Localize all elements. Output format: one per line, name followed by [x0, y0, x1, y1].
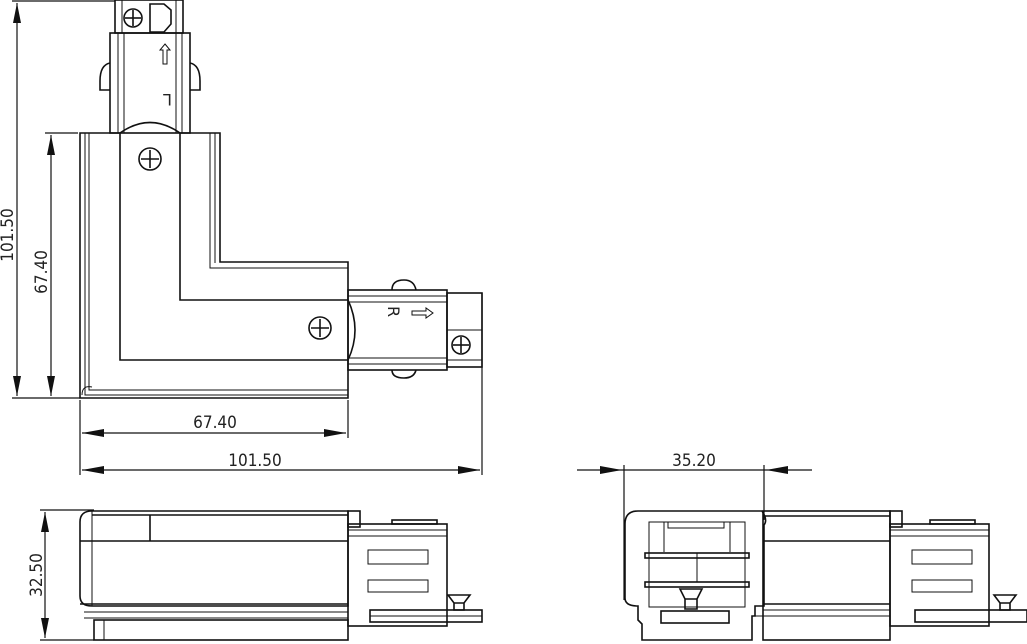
top-connector: L [99, 0, 201, 134]
svg-text:101.50: 101.50 [228, 451, 282, 471]
clip-tab [391, 369, 417, 379]
arrow-right-icon [411, 307, 434, 319]
screw-icon [123, 8, 143, 28]
top-view: L [0, 0, 483, 475]
screw-icon [138, 147, 162, 171]
svg-text:67.40: 67.40 [32, 250, 52, 294]
dimension-front-width: 35.20 [577, 451, 812, 600]
screw-icon [308, 316, 332, 340]
label-L: L [163, 90, 172, 109]
dimension-body-width: 67.40 [79, 400, 349, 475]
front-view: 35.20 [577, 451, 1027, 641]
clip-tab [391, 279, 417, 291]
right-connector: R [347, 279, 483, 379]
clip-tab [189, 62, 201, 91]
clip-tab [99, 62, 111, 91]
label-R: R [384, 306, 403, 317]
dimension-side-height: 32.50 [27, 509, 94, 641]
svg-text:67.40: 67.40 [193, 413, 237, 433]
dimension-body-height: 67.40 [32, 132, 78, 396]
svg-text:35.20: 35.20 [672, 451, 716, 471]
screw-icon [451, 335, 471, 355]
svg-text:101.50: 101.50 [0, 208, 18, 262]
side-view: 32.50 [27, 509, 483, 641]
svg-text:32.50: 32.50 [27, 553, 47, 597]
arrow-up-icon [158, 43, 172, 65]
l-body [79, 121, 349, 399]
dimension-total-width: 101.50 [82, 293, 483, 475]
dimension-total-height: 101.50 [0, 0, 115, 399]
